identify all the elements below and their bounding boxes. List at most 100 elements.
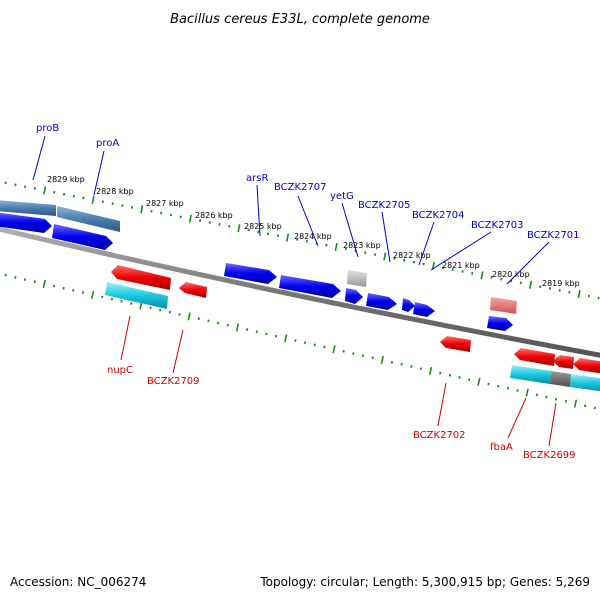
minor-tick (217, 321, 220, 325)
gene-feature (179, 282, 207, 298)
minor-tick (548, 287, 552, 290)
gene-feature (514, 348, 555, 366)
minor-tick (448, 373, 452, 377)
minor-tick (439, 371, 442, 375)
major-tick (187, 312, 191, 321)
minor-tick (101, 295, 104, 299)
gene-feature (0, 200, 56, 216)
gene-feature (510, 365, 551, 384)
major-tick (140, 205, 144, 214)
major-tick (91, 195, 95, 204)
major-tick (428, 366, 433, 375)
minor-tick (121, 204, 124, 207)
major-tick (529, 280, 533, 289)
major-tick (334, 242, 338, 252)
major-tick (332, 345, 336, 354)
gene-feature (487, 316, 513, 331)
minor-tick (313, 343, 316, 347)
gene-label-nupC: nupC (107, 365, 133, 376)
major-tick (42, 279, 46, 288)
reverse-gene-labels: nupC BCZK2709 BCZK2702 fbaA BCZK2699 (107, 315, 576, 461)
minor-tick (587, 294, 590, 298)
minor-tick (419, 367, 423, 371)
minor-tick (371, 356, 374, 360)
gene-label-arsR: arsR (246, 173, 268, 184)
gene-label-proB: proB (36, 123, 59, 134)
major-tick (480, 271, 484, 280)
minor-tick (539, 285, 542, 288)
minor-tick (451, 268, 454, 271)
gene-label-BCZK2703: BCZK2703 (471, 220, 524, 231)
minor-tick (468, 378, 471, 381)
minor-tick (373, 253, 377, 256)
minor-tick (14, 276, 17, 279)
gene-label-BCZK2704: BCZK2704 (412, 210, 465, 221)
minor-tick (584, 404, 587, 408)
inner-scale-track (4, 273, 596, 410)
major-tick (573, 399, 578, 408)
gene-label-BCZK2705: BCZK2705 (358, 200, 411, 211)
minor-tick (393, 257, 396, 260)
gene-feature (0, 212, 52, 233)
gene-feature (347, 270, 367, 287)
minor-tick (593, 406, 596, 410)
major-tick (380, 355, 384, 365)
scale-label: 2823 kbp (343, 241, 381, 250)
gene-feature (345, 288, 363, 304)
minor-tick (81, 291, 85, 294)
gene-feature (57, 206, 120, 232)
minor-tick (218, 223, 221, 226)
gene-label-fbaA: fbaA (490, 442, 513, 453)
minor-tick (149, 306, 152, 310)
scale-label: 2821 kbp (442, 261, 480, 270)
gene-feature (52, 224, 113, 250)
minor-tick (159, 308, 162, 312)
minor-tick (545, 395, 548, 399)
gene-feature (440, 336, 471, 352)
scale-label: 2828 kbp (96, 187, 134, 196)
gene-feature (570, 374, 600, 392)
minor-tick (458, 376, 461, 379)
minor-tick (24, 185, 27, 188)
forward-operon-features (0, 200, 120, 232)
major-tick (90, 290, 95, 299)
minor-tick (265, 332, 268, 336)
minor-tick (72, 194, 75, 198)
minor-tick (506, 387, 509, 390)
minor-tick (14, 183, 17, 187)
minor-tick (500, 277, 503, 281)
minor-tick (197, 317, 200, 321)
minor-tick (33, 280, 36, 284)
minor-tick (72, 289, 75, 292)
forward-gene-labels: proB proA arsR BCZK2707 yetG BCZK2705 BC… (32, 123, 580, 285)
minor-tick (400, 363, 403, 366)
scale-label: 2825 kbp (244, 222, 282, 231)
minor-tick (597, 296, 600, 300)
minor-tick (325, 243, 328, 247)
accession-text: Accession: NC_006274 (10, 575, 146, 589)
gene-label-BCZK2709: BCZK2709 (147, 376, 200, 387)
gene-feature (490, 297, 517, 314)
scale-label: 2822 kbp (393, 251, 431, 260)
minor-tick (276, 234, 279, 238)
scale-label: 2824 kbp (294, 232, 332, 241)
gene-feature (105, 282, 168, 309)
gene-feature (111, 265, 171, 290)
minor-tick (294, 339, 297, 342)
minor-tick (497, 384, 500, 388)
minor-tick (255, 330, 258, 334)
gene-label-yetG: yetG (330, 191, 354, 202)
minor-tick (390, 360, 394, 364)
major-tick (525, 388, 529, 397)
genome-backbone (0, 226, 600, 358)
scale-labels: 2829 kbp 2828 kbp 2827 kbp 2826 kbp 2825… (47, 175, 580, 288)
minor-tick (23, 278, 27, 281)
scale-label: 2820 kbp (492, 270, 530, 279)
gene-feature (366, 293, 397, 310)
reverse-operon-features (105, 282, 600, 392)
gene-feature (224, 263, 277, 284)
minor-tick (120, 299, 123, 303)
minor-tick (361, 354, 365, 358)
map-title: Bacillus cereus E33L, complete genome (170, 12, 430, 27)
